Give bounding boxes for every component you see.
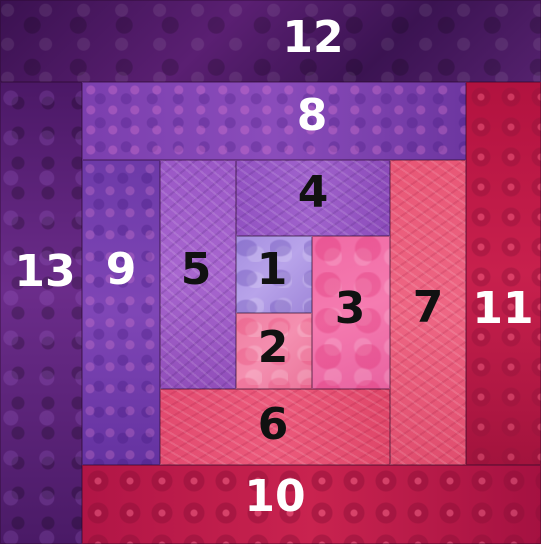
patch-9 (82, 160, 160, 465)
label-5: 5 (181, 248, 212, 292)
label-8: 8 (297, 94, 328, 138)
patch-11 (466, 82, 541, 465)
label-1: 1 (257, 248, 288, 292)
label-3: 3 (335, 287, 366, 331)
label-12: 12 (282, 16, 343, 60)
label-11: 11 (472, 287, 533, 331)
label-9: 9 (106, 248, 137, 292)
label-6: 6 (258, 403, 289, 447)
label-2: 2 (258, 326, 289, 370)
patch-12 (0, 0, 541, 82)
label-10: 10 (244, 475, 305, 519)
label-7: 7 (413, 286, 444, 330)
patch-13 (0, 82, 82, 544)
label-4: 4 (298, 171, 329, 215)
patch-8 (82, 82, 466, 160)
label-13: 13 (14, 250, 75, 294)
patch-10 (82, 465, 541, 544)
